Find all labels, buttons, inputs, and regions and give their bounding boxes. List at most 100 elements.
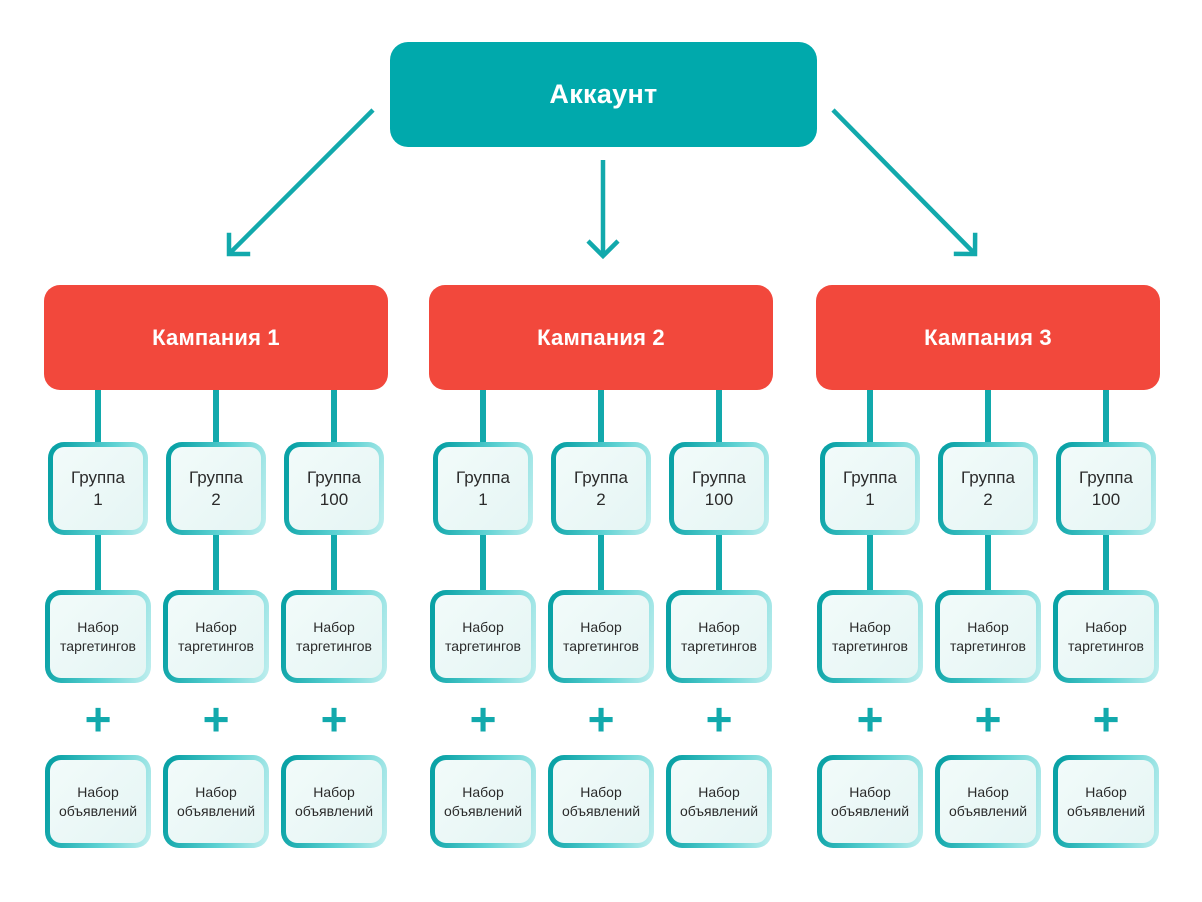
targeting-box: Набор таргетингов xyxy=(45,590,151,683)
connector-line xyxy=(331,390,337,442)
campaign-2-columns: Группа 1 Набор таргетингов + Набор объяв… xyxy=(429,390,773,848)
group-column: Группа 1 Набор таргетингов + Набор объяв… xyxy=(45,390,151,848)
campaign-3-columns: Группа 1 Набор таргетингов + Набор объяв… xyxy=(816,390,1160,848)
plus-icon: + xyxy=(203,683,230,755)
targeting-box: Набор таргетингов xyxy=(281,590,387,683)
plus-icon: + xyxy=(706,683,733,755)
group-column: Группа 2 Набор таргетингов + Набор объяв… xyxy=(548,390,654,848)
group-column: Группа 1 Набор таргетингов + Набор объяв… xyxy=(817,390,923,848)
targeting-label: Набор таргетингов xyxy=(671,595,767,678)
adset-label: Набор объявлений xyxy=(286,760,382,843)
group-label: Группа 100 xyxy=(1061,447,1151,530)
adset-label: Набор объявлений xyxy=(822,760,918,843)
plus-icon: + xyxy=(588,683,615,755)
group-column: Группа 100 Набор таргетингов + Набор объ… xyxy=(281,390,387,848)
targeting-box: Набор таргетингов xyxy=(548,590,654,683)
campaign-label: Кампания 1 xyxy=(152,325,280,351)
adset-label: Набор объявлений xyxy=(168,760,264,843)
group-label: Группа 2 xyxy=(943,447,1033,530)
adset-box: Набор объявлений xyxy=(45,755,151,848)
connector-line xyxy=(213,535,219,590)
targeting-label: Набор таргетингов xyxy=(50,595,146,678)
adset-label: Набор объявлений xyxy=(940,760,1036,843)
adset-box: Набор объявлений xyxy=(817,755,923,848)
adset-box: Набор объявлений xyxy=(666,755,772,848)
adset-label: Набор объявлений xyxy=(553,760,649,843)
targeting-box: Набор таргетингов xyxy=(430,590,536,683)
targeting-label: Набор таргетингов xyxy=(168,595,264,678)
targeting-label: Набор таргетингов xyxy=(1058,595,1154,678)
campaign-label: Кампания 2 xyxy=(537,325,665,351)
connector-line xyxy=(867,535,873,590)
campaign-section-3: Кампания 3 Группа 1 Набор таргетингов + … xyxy=(816,285,1160,848)
group-label: Группа 2 xyxy=(171,447,261,530)
adset-box: Набор объявлений xyxy=(548,755,654,848)
campaign-box-2: Кампания 2 xyxy=(429,285,773,390)
plus-icon: + xyxy=(975,683,1002,755)
group-label: Группа 1 xyxy=(53,447,143,530)
group-label: Группа 2 xyxy=(556,447,646,530)
targeting-box: Набор таргетингов xyxy=(163,590,269,683)
connector-line xyxy=(867,390,873,442)
connector-line xyxy=(95,535,101,590)
group-label: Группа 100 xyxy=(289,447,379,530)
account-box: Аккаунт xyxy=(390,42,817,147)
connector-line xyxy=(480,535,486,590)
connector-line xyxy=(1103,390,1109,442)
group-column: Группа 100 Набор таргетингов + Набор объ… xyxy=(666,390,772,848)
adset-box: Набор объявлений xyxy=(281,755,387,848)
group-box: Группа 100 xyxy=(284,442,384,535)
campaign-label: Кампания 3 xyxy=(924,325,1052,351)
group-box: Группа 1 xyxy=(820,442,920,535)
campaign-box-3: Кампания 3 xyxy=(816,285,1160,390)
adset-label: Набор объявлений xyxy=(1058,760,1154,843)
adset-label: Набор объявлений xyxy=(50,760,146,843)
plus-icon: + xyxy=(1093,683,1120,755)
campaign-section-2: Кампания 2 Группа 1 Набор таргетингов + … xyxy=(429,285,773,848)
arrow-account-to-campaign-3 xyxy=(833,110,975,254)
connector-line xyxy=(95,390,101,442)
group-label: Группа 1 xyxy=(438,447,528,530)
targeting-box: Набор таргетингов xyxy=(935,590,1041,683)
group-column: Группа 2 Набор таргетингов + Набор объяв… xyxy=(163,390,269,848)
adset-box: Набор объявлений xyxy=(430,755,536,848)
connector-line xyxy=(213,390,219,442)
campaign-section-1: Кампания 1 Группа 1 Набор таргетингов + … xyxy=(44,285,388,848)
targeting-label: Набор таргетингов xyxy=(553,595,649,678)
targeting-label: Набор таргетингов xyxy=(286,595,382,678)
plus-icon: + xyxy=(470,683,497,755)
account-label: Аккаунт xyxy=(549,79,657,110)
group-label: Группа 1 xyxy=(825,447,915,530)
connector-line xyxy=(598,390,604,442)
group-column: Группа 2 Набор таргетингов + Набор объяв… xyxy=(935,390,1041,848)
targeting-box: Набор таргетингов xyxy=(666,590,772,683)
group-box: Группа 2 xyxy=(551,442,651,535)
group-box: Группа 2 xyxy=(938,442,1038,535)
group-box: Группа 100 xyxy=(1056,442,1156,535)
group-column: Группа 1 Набор таргетингов + Набор объяв… xyxy=(430,390,536,848)
connector-line xyxy=(716,390,722,442)
connector-line xyxy=(985,535,991,590)
targeting-label: Набор таргетингов xyxy=(435,595,531,678)
adset-box: Набор объявлений xyxy=(1053,755,1159,848)
connector-line xyxy=(716,535,722,590)
campaign-box-1: Кампания 1 xyxy=(44,285,388,390)
connector-line xyxy=(598,535,604,590)
plus-icon: + xyxy=(321,683,348,755)
plus-icon: + xyxy=(85,683,112,755)
campaign-1-columns: Группа 1 Набор таргетингов + Набор объяв… xyxy=(44,390,388,848)
targeting-label: Набор таргетингов xyxy=(940,595,1036,678)
targeting-box: Набор таргетингов xyxy=(1053,590,1159,683)
adset-box: Набор объявлений xyxy=(935,755,1041,848)
plus-icon: + xyxy=(857,683,884,755)
group-box: Группа 1 xyxy=(433,442,533,535)
adset-label: Набор объявлений xyxy=(671,760,767,843)
targeting-box: Набор таргетингов xyxy=(817,590,923,683)
group-box: Группа 1 xyxy=(48,442,148,535)
connector-line xyxy=(331,535,337,590)
adset-label: Набор объявлений xyxy=(435,760,531,843)
group-column: Группа 100 Набор таргетингов + Набор объ… xyxy=(1053,390,1159,848)
group-box: Группа 100 xyxy=(669,442,769,535)
connector-line xyxy=(480,390,486,442)
